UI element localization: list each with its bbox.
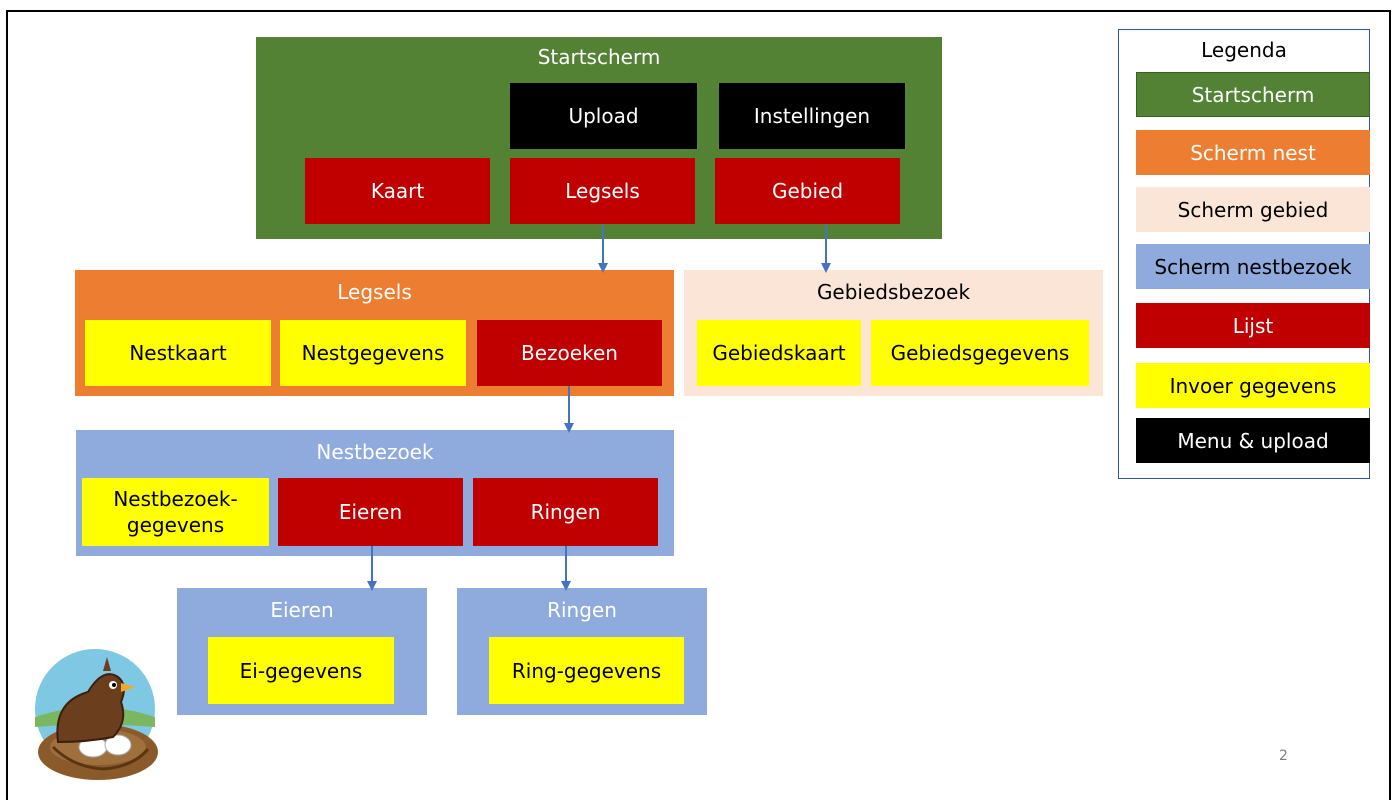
ringen-list-box: Ringen [473,478,658,546]
legend-item-startscherm: Startscherm [1136,72,1370,117]
legend: Legenda Startscherm Scherm nest Scherm g… [1118,29,1370,479]
ring-gegevens-box: Ring-gegevens [489,637,684,704]
legend-item-scherm-nest: Scherm nest [1136,130,1370,175]
panel-title-ringen: Ringen [547,598,617,622]
gebiedskaart-box: Gebiedskaart [697,320,861,386]
legend-title: Legenda [1201,38,1287,62]
nestbezoek-gegevens-box: Nestbezoek- gegevens [82,478,269,546]
panel-title-startscherm: Startscherm [537,45,661,69]
bird-on-nest-logo-icon [35,649,158,780]
legsels-box: Legsels [510,158,695,224]
bezoeken-box: Bezoeken [477,320,662,386]
kaart-box: Kaart [305,158,490,224]
panel-title-nestbezoek: Nestbezoek [316,440,434,464]
ei-gegevens-box: Ei-gegevens [208,637,394,704]
panel-title-gebiedsbezoek: Gebiedsbezoek [816,280,971,304]
panel-title-eieren: Eieren [270,598,334,622]
legend-item-lijst: Lijst [1136,303,1370,348]
panel-title-legsels: Legsels [337,280,412,304]
legend-item-scherm-gebied: Scherm gebied [1136,187,1370,232]
eieren-list-box: Eieren [278,478,463,546]
nestbezoek-gegevens-line2: gegevens [126,513,225,537]
gebiedsgegevens-box: Gebiedsgegevens [871,320,1089,386]
instellingen-box: Instellingen [719,83,905,149]
page-number: 2 [1279,748,1288,764]
legend-item-menu-upload: Menu & upload [1136,418,1370,463]
legend-item-scherm-nestbezoek: Scherm nestbezoek [1136,244,1370,289]
upload-box: Upload [510,83,697,149]
nestkaart-box: Nestkaart [85,320,271,386]
legend-item-invoer-gegevens: Invoer gegevens [1136,363,1370,408]
nestbezoek-gegevens-line1: Nestbezoek- [113,487,238,511]
nestgegevens-box: Nestgegevens [280,320,466,386]
gebied-box: Gebied [715,158,900,224]
